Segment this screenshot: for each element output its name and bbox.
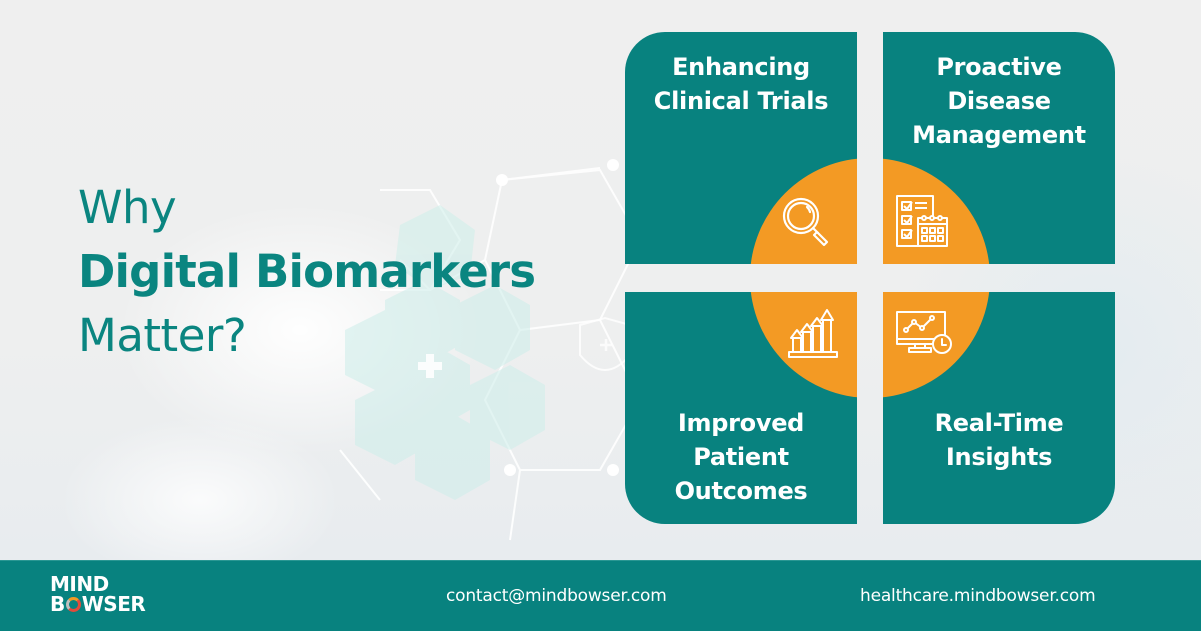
checklist-calendar-icon bbox=[896, 195, 948, 247]
card-proactive-disease-management: Proactive Disease Management bbox=[883, 32, 1115, 264]
card-title: Enhancing Clinical Trials bbox=[653, 53, 829, 115]
card-title: Improved Patient Outcomes bbox=[674, 409, 808, 505]
card-real-time-insights: Real-Time Insights bbox=[883, 292, 1115, 524]
contact-email-link[interactable]: contact@mindbowser.com bbox=[446, 586, 667, 606]
card-title: Proactive Disease Management bbox=[912, 53, 1086, 149]
headline-line-matter: Matter? bbox=[78, 309, 247, 362]
growth-bar-chart-icon bbox=[788, 309, 838, 358]
benefits-grid: Enhancing Clinical Trials Proactive Dise… bbox=[625, 32, 1116, 524]
card-title: Real-Time Insights bbox=[934, 409, 1064, 471]
magnifying-glass-icon bbox=[782, 197, 829, 247]
logo-o-swirl-icon bbox=[65, 597, 81, 612]
card-improved-patient-outcomes: Improved Patient Outcomes bbox=[625, 292, 857, 524]
card-enhancing-clinical-trials: Enhancing Clinical Trials bbox=[625, 32, 857, 264]
headline-line-why: Why bbox=[78, 181, 177, 234]
monitor-analytics-clock-icon bbox=[896, 311, 952, 354]
headline-line-digital-biomarkers: Digital Biomarkers bbox=[78, 245, 536, 298]
logo-text-mind: MIND bbox=[50, 572, 109, 596]
website-link[interactable]: healthcare.mindbowser.com bbox=[860, 586, 1096, 606]
page-headline: Why Digital Biomarkers Matter? bbox=[78, 176, 536, 368]
